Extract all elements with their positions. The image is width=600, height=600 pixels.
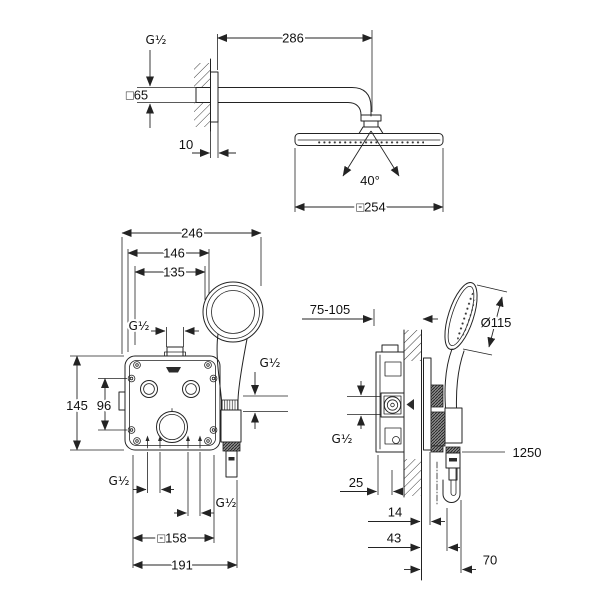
- dim-label-1250: 1250: [513, 445, 542, 460]
- dim-75-105: 75-105: [302, 300, 438, 326]
- inlet-union: [380, 392, 405, 418]
- control-button-left: [140, 380, 158, 398]
- arm-escutcheon: [210, 71, 219, 123]
- dim-43: 43: [368, 508, 460, 552]
- dim-label-145: 145: [66, 398, 88, 413]
- shower-arm-outer: [217, 87, 372, 117]
- dim-1250: 1250: [462, 443, 543, 462]
- hidden-connection-marks: [145, 435, 202, 449]
- hand-shower-head-side: [444, 281, 478, 351]
- dim-96: 96: [95, 378, 127, 431]
- knurl-ring: [430, 445, 444, 453]
- dim-146: 146: [127, 244, 210, 352]
- dim-14: 14: [368, 452, 445, 526]
- trim-plate-side: [423, 357, 432, 451]
- dim-label-135: 135: [163, 265, 185, 280]
- arm-nut: [363, 120, 379, 128]
- dim-g12-sq65: G¹⁄₂ □65: [124, 31, 196, 128]
- dim-g12-bottom-left: G¹⁄₂: [107, 452, 174, 494]
- dim-label-g12: G¹⁄₂: [146, 33, 167, 47]
- dim-label-dia115: Ø115: [481, 315, 512, 330]
- shower-holder: [220, 409, 242, 443]
- dim-191: 191: [132, 480, 238, 575]
- dim-g12-plate-top: G¹⁄₂: [127, 317, 199, 347]
- dim-label-g12-side: G¹⁄₂: [332, 432, 353, 446]
- hose-end: [448, 467, 458, 481]
- dim-label-191: 191: [171, 558, 193, 573]
- ball-joint: [358, 126, 384, 134]
- flow-direction-arrow: [406, 399, 414, 410]
- dim-label-70: 70: [483, 553, 497, 568]
- handle-grip-end: [221, 399, 239, 411]
- wall-hatch: [194, 103, 211, 127]
- hand-shower-side: [436, 281, 478, 506]
- dim-246: 246: [121, 224, 262, 354]
- dim-g12-bottom-right: G¹⁄₂: [174, 452, 239, 517]
- hose-connector: [225, 450, 238, 478]
- dim-135: 135: [134, 263, 206, 345]
- dim-25: 25: [340, 455, 403, 496]
- dim-label-sq65: □65: [126, 88, 148, 103]
- rough-in-box: [375, 344, 405, 453]
- dim-dia115: Ø115: [462, 284, 513, 356]
- box-top-tab: [381, 344, 399, 353]
- dim-label-25: 25: [349, 475, 363, 490]
- dim-label-146: 146: [163, 246, 185, 261]
- plate-side-tab: [118, 391, 126, 411]
- thermostat-knob-side: [430, 411, 446, 447]
- wall-hatch: [194, 63, 211, 87]
- control-button-right: [182, 380, 200, 398]
- overhead-shower-view: G¹⁄₂ □65 286 10 40°: [124, 29, 444, 217]
- dim-label-g12-br: G¹⁄₂: [216, 496, 237, 510]
- dim-label-96: 96: [97, 398, 111, 413]
- dim-label-286: 286: [282, 31, 304, 46]
- dim-label-43: 43: [387, 531, 401, 546]
- dim-label-10: 10: [179, 137, 193, 152]
- top-thread-stub: [166, 346, 184, 357]
- holder-nut-side: [445, 446, 461, 454]
- front-view: 246 146 135 G¹⁄₂ 145: [64, 224, 288, 575]
- thermostat-plate-inner: [129, 360, 216, 446]
- hand-shower-head: [202, 281, 264, 343]
- dim-label-sq158: □158: [157, 531, 187, 546]
- hose-loop: [442, 452, 461, 503]
- plate-screws: [127, 361, 218, 445]
- dim-label-g12-top: G¹⁄₂: [129, 319, 150, 333]
- dim-g12-side: G¹⁄₂: [330, 381, 381, 448]
- dim-sq158: □158: [132, 455, 215, 568]
- side-view: 75-105 Ø115 G¹⁄₂ 25 1250: [302, 281, 543, 581]
- dim-286: 286: [217, 29, 373, 112]
- spray-nozzles: [318, 140, 424, 145]
- brand-logo: [166, 367, 181, 373]
- spray-face-side: [457, 290, 476, 344]
- dim-label-40deg: 40°: [360, 173, 380, 188]
- hand-shower-handle: [216, 333, 222, 411]
- top-thread-base: [164, 351, 186, 357]
- dim-40deg: 40°: [342, 130, 400, 190]
- dim-70: 70: [404, 500, 499, 574]
- arm-thread-stub: [195, 87, 211, 103]
- wall-hatch: [404, 330, 422, 361]
- dim-label-sq254: □254: [356, 200, 386, 215]
- hand-shower-front: [202, 281, 264, 478]
- dim-label-g12-right: G¹⁄₂: [260, 356, 281, 370]
- thermostat-knob: [156, 411, 188, 443]
- dim-g12-holder: G¹⁄₂: [243, 354, 288, 429]
- button-knob-side: [430, 384, 444, 408]
- dim-label-75-105: 75-105: [310, 302, 350, 317]
- hand-shower-face: [211, 290, 255, 334]
- dim-label-14: 14: [388, 505, 402, 520]
- holder-side: [444, 407, 463, 444]
- dim-145: 145: [64, 355, 124, 451]
- dim-10: 10: [177, 122, 236, 158]
- wall-hatch: [404, 459, 422, 496]
- shower-arm-inner: [217, 102, 362, 116]
- handle-side: [444, 348, 453, 409]
- dim-label-g12-bl: G¹⁄₂: [109, 474, 130, 488]
- holder-nut: [222, 441, 241, 452]
- dim-sq254: □254: [294, 148, 444, 217]
- dim-label-246: 246: [181, 226, 203, 241]
